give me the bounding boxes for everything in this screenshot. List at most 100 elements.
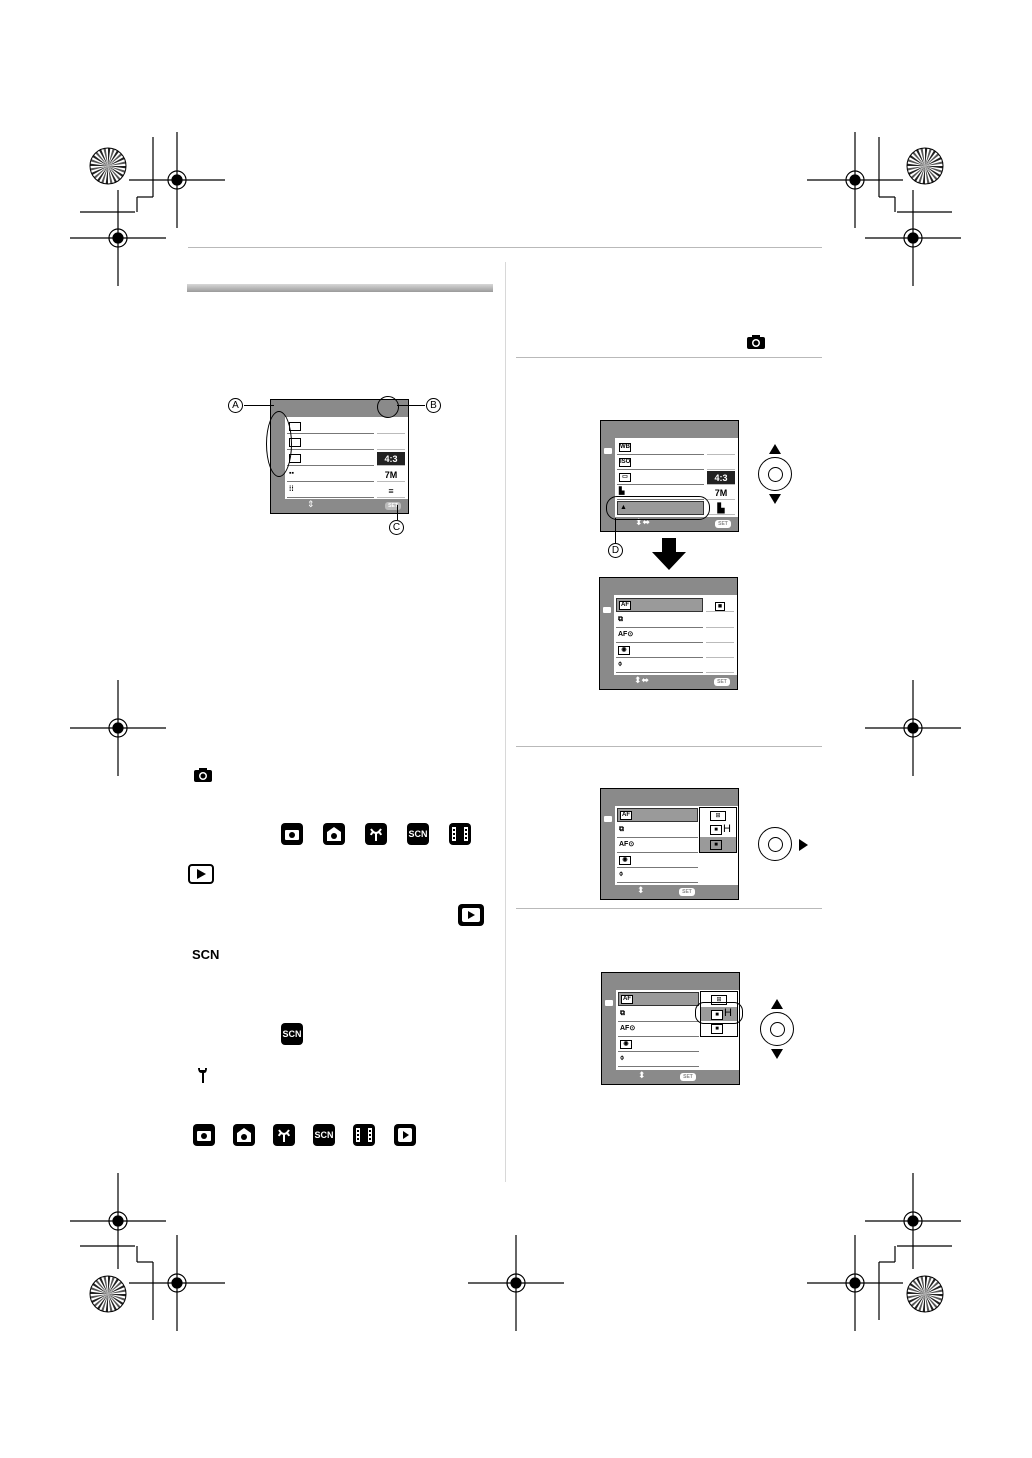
registration-crosshair-icon (70, 1173, 166, 1269)
simple-mode-icon (323, 823, 345, 845)
page-indicator-circle (377, 396, 399, 418)
registration-crosshair-icon (865, 190, 961, 286)
movie-mode-icon (353, 1124, 375, 1146)
arrow-down-icon (771, 1049, 783, 1059)
arrows-icon: ⇕ (307, 499, 315, 509)
registration-crosshair-icon (468, 1235, 564, 1331)
continuous-af-icon: AF⊙ (620, 1025, 636, 1032)
camera-mode-icon (281, 823, 303, 845)
menu-row-icon: ▪▪ (289, 470, 294, 477)
menu-value: ≡ (377, 484, 405, 498)
camera-mode-icon (193, 1124, 215, 1146)
af-mode-icon: AF (620, 811, 632, 820)
callout-b: B (426, 398, 441, 413)
aspect-ratio-icon: ▭ (619, 473, 631, 482)
scene-mode-icon: SCN (407, 823, 429, 845)
section-heading-bar (187, 284, 493, 292)
menu-value (707, 456, 735, 470)
camera-icon (747, 335, 765, 349)
macro-mode-icon (365, 823, 387, 845)
set-badge: SET (715, 520, 731, 528)
cursor-button (758, 457, 792, 491)
color-effect-icon: ⌽ (618, 661, 623, 668)
burst-icon: ⧉ (619, 826, 624, 833)
registration-crosshair-icon (129, 1235, 225, 1331)
af-mode-icon: AF (619, 601, 631, 610)
scene-mode-icon: SCN (281, 1023, 303, 1045)
quality-icon: ▲ (620, 504, 627, 511)
record-menu-screen: ⬍⬌ SET WB ISO ▭ ▙ ▲ 4:3 7M ▙ (600, 420, 739, 532)
menu-value: 4:3 (377, 452, 405, 466)
menu-value: 4:3 (707, 471, 735, 485)
step-divider (516, 746, 822, 747)
wrench-icon (198, 1068, 207, 1083)
set-badge: SET (714, 678, 730, 686)
step-divider (516, 908, 822, 909)
picture-size-icon: ▙ (619, 488, 625, 495)
menu-value (706, 614, 734, 628)
menu-row-icon: ⁞⁞ (289, 486, 294, 493)
metering-icon: ◉ (619, 856, 631, 865)
playback-mode-icon (394, 1124, 416, 1146)
arrow-down-icon (652, 538, 686, 570)
menu-value: 7M (377, 468, 405, 482)
color-effect-icon: ⌽ (620, 1055, 625, 1062)
af-option-highspeed[interactable]: ■ H (701, 1007, 737, 1021)
menu-value (706, 659, 734, 673)
selected-option-highlight (695, 1002, 743, 1024)
selected-row-highlight (606, 496, 710, 520)
set-badge: SET (679, 888, 695, 896)
af-option-1area[interactable]: ■ (711, 1024, 723, 1034)
arrow-right-icon (799, 839, 808, 851)
registration-crosshair-icon (70, 680, 166, 776)
scene-mode-icon: SCN (313, 1124, 335, 1146)
menu-value: 7M (707, 486, 735, 500)
af-mode-selection-screen: ⬍ SET AF ⧉ AF⊙ ◉ ⌽ ⊞ ■ H ■ (601, 972, 740, 1085)
menu-value (707, 441, 735, 455)
callout-a: A (228, 398, 243, 413)
menu-value (706, 629, 734, 643)
af-option-multi[interactable]: ⊞ (711, 995, 727, 1005)
record-menu-page-2: ⬍⬌ SET AF ⧉ AF⊙ ◉ ⌽ ■ (599, 577, 738, 690)
column-divider (505, 262, 506, 1182)
set-badge: SET (385, 502, 401, 510)
af-option-multi[interactable]: ⊞ (710, 811, 726, 821)
menu-screen-overview: ⇕ SET ▪▪ ⁞⁞ 4:3 7M ≡ (270, 399, 409, 514)
cursor-button (760, 1012, 794, 1046)
tab-highlight-ellipse (266, 411, 292, 477)
registration-crosshair-icon (70, 190, 166, 286)
header-rule (188, 247, 822, 248)
arrows-icon: ⬍⬌ (634, 675, 650, 685)
burst-icon: ⧉ (620, 1010, 625, 1017)
arrows-icon: ⬍ (637, 885, 645, 895)
movie-mode-icon (449, 823, 471, 845)
set-badge: SET (680, 1073, 696, 1081)
registration-crosshair-icon (865, 680, 961, 776)
registration-crosshair-icon (129, 132, 225, 228)
menu-value: ▙ (707, 501, 735, 515)
arrows-icon: ⬍ (638, 1070, 646, 1080)
simple-mode-icon (233, 1124, 255, 1146)
af-option-1area[interactable]: ■ (700, 837, 736, 852)
registration-crosshair-icon (807, 1235, 903, 1331)
metering-icon: ◉ (620, 1040, 632, 1049)
camera-icon (194, 768, 212, 782)
menu-value (377, 420, 405, 434)
burst-icon: ⧉ (618, 616, 623, 623)
continuous-af-icon: AF⊙ (619, 841, 635, 848)
continuous-af-icon: AF⊙ (618, 631, 634, 638)
menu-value (377, 436, 405, 450)
iso-icon: ISO (619, 458, 631, 467)
white-balance-icon: WB (619, 443, 631, 452)
af-option-list: ⊞ ■ H ■ (700, 991, 738, 1037)
arrow-up-icon (769, 444, 781, 454)
playback-icon (188, 864, 214, 884)
af-mode-icon: AF (621, 995, 633, 1004)
af-option-list: ⊞ ■ H ■ (699, 807, 737, 853)
af-option-highspeed[interactable]: ■ (710, 825, 722, 835)
menu-value (706, 644, 734, 658)
high-speed-label: H (724, 1007, 732, 1019)
menu-value: ■ (706, 598, 734, 612)
step-divider (516, 357, 822, 358)
